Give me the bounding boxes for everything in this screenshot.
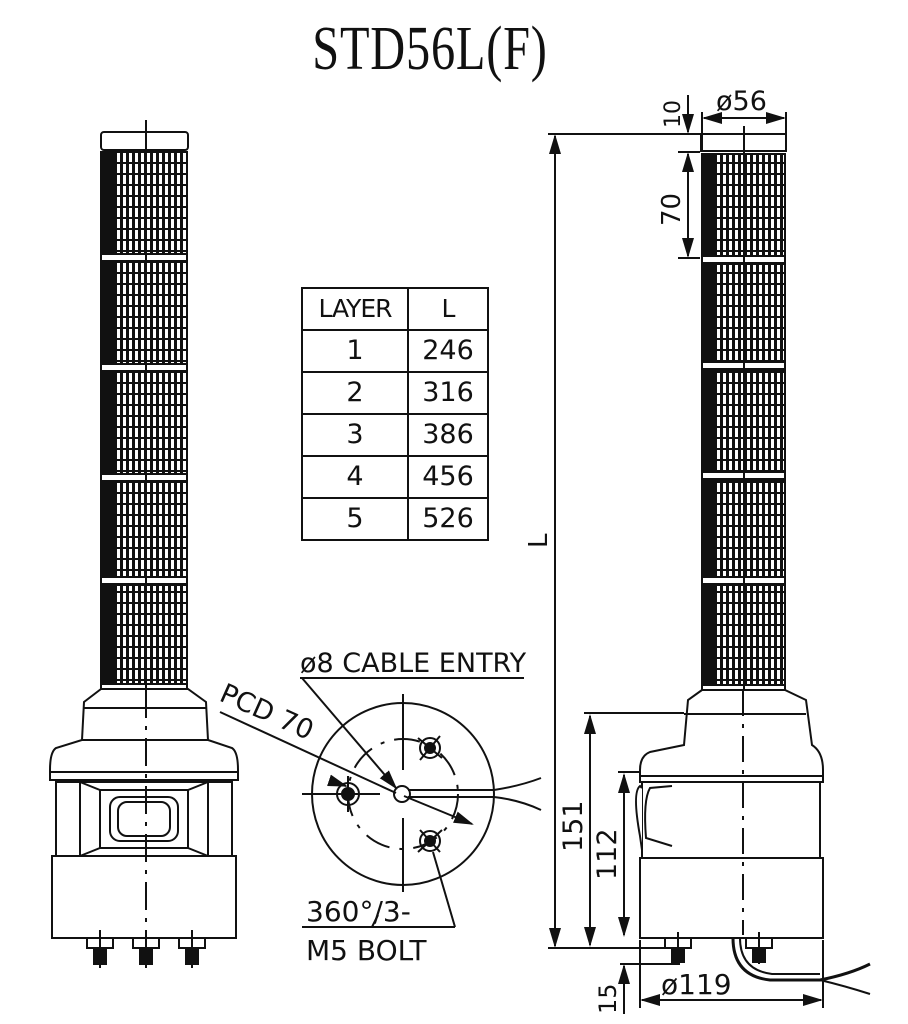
dim-body-height: 112	[592, 828, 623, 880]
front-layer-3	[100, 371, 188, 482]
front-layer-5	[100, 584, 188, 690]
bolt-hole-top-right	[417, 735, 443, 761]
dim-bolt-length: 15	[594, 983, 622, 1014]
table-row: 4 456	[301, 455, 489, 499]
front-view	[49, 120, 239, 968]
cell-l: 456	[407, 455, 489, 499]
cell-l: 316	[407, 371, 489, 415]
table-row: 2 316	[301, 371, 489, 415]
header-layer: LAYER	[301, 287, 409, 331]
bottom-view	[219, 677, 542, 928]
front-layer-4	[100, 481, 188, 585]
drawing-title: STD56L(F)	[312, 15, 548, 83]
layer-length-table: LAYER L 1 246 2 316 3 386 4 456 5 526	[301, 287, 489, 541]
front-layer-1	[100, 151, 188, 262]
cell-l: 386	[407, 413, 489, 457]
table-header-row: LAYER L	[301, 287, 489, 331]
side-view	[548, 95, 871, 1014]
bolt-hole-left	[336, 776, 360, 812]
cell-layer: 4	[301, 455, 409, 499]
header-l: L	[407, 287, 489, 331]
table-row: 3 386	[301, 413, 489, 457]
dim-base-diameter: ø119	[661, 968, 732, 1001]
cable-entry-label: ø8 CABLE ENTRY	[300, 648, 527, 679]
cell-l: 246	[407, 329, 489, 373]
front-layer-2	[100, 261, 188, 372]
cell-layer: 5	[301, 497, 409, 541]
dim-overall-length: L	[524, 533, 554, 548]
dim-layer-height: 70	[657, 193, 687, 226]
cell-layer: 2	[301, 371, 409, 415]
bolt-spec-line2: M5 BOLT	[306, 934, 427, 967]
bolt-hole-bottom-right	[417, 829, 443, 853]
cell-layer: 1	[301, 329, 409, 373]
table-row: 1 246	[301, 329, 489, 373]
pcd-label: PCD 70	[215, 678, 318, 747]
dim-base-height: 151	[558, 800, 589, 852]
bolt-spec-line1: 360°/3-	[306, 895, 411, 928]
dim-cap-height: 10	[661, 100, 686, 128]
cell-layer: 3	[301, 413, 409, 457]
table-row: 5 526	[301, 497, 489, 541]
cell-l: 526	[407, 497, 489, 541]
dim-diameter-top: ø56	[716, 86, 767, 117]
front-bolts	[86, 930, 206, 968]
